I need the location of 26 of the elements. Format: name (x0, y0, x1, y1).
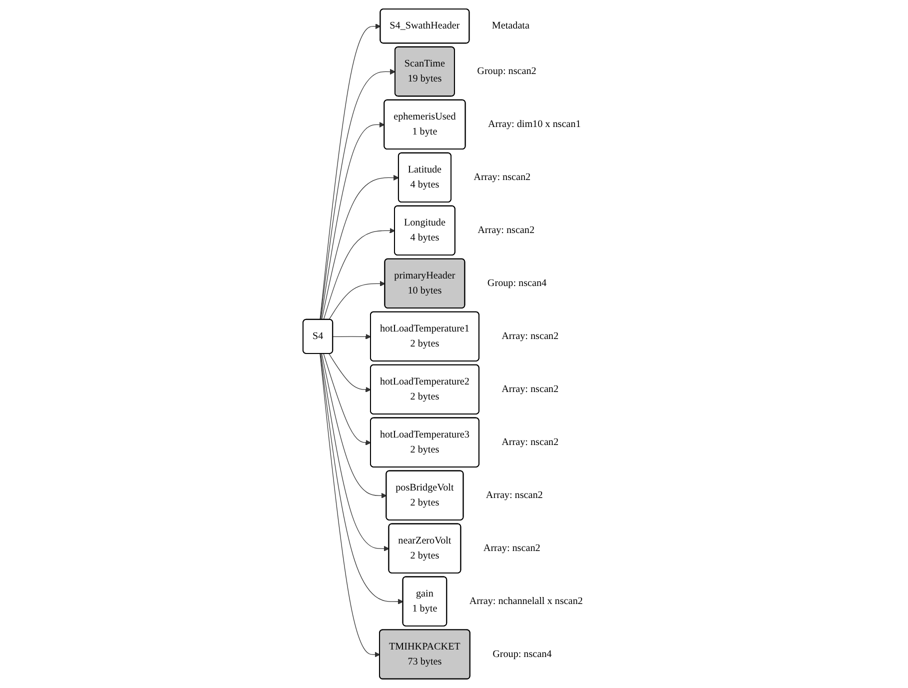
node-label: Group: nscan4 (492, 648, 552, 660)
node-label: Metadata (492, 20, 530, 32)
node-label: Array: nchannelall x nscan2 (469, 596, 583, 606)
node-label: Array: nscan2 (501, 330, 558, 342)
arrow (320, 353, 404, 604)
arrow (320, 353, 389, 552)
arrow (332, 334, 371, 340)
arrow (319, 24, 380, 320)
arrow (322, 353, 371, 446)
node-label: Array: dim10 x nscan1 (488, 118, 580, 130)
node-label: Array: nscan2 (483, 542, 540, 554)
node-label: Array: nscan2 (486, 490, 543, 500)
arrow (321, 174, 399, 320)
node-label: Array: nscan2 (501, 436, 558, 448)
node-label: Array: nscan2 (477, 224, 534, 236)
arrow (319, 353, 380, 658)
node-label: Array: nscan2 (501, 384, 558, 394)
arrow (320, 69, 396, 320)
arrow (328, 280, 385, 320)
arrow (320, 122, 384, 320)
node-label: Group: nscan2 (476, 66, 536, 77)
node-label: Array: nscan2 (473, 172, 530, 183)
node-label: Group: nscan4 (487, 278, 546, 288)
arrow (321, 353, 386, 498)
arrow (322, 228, 395, 320)
arrow (328, 353, 371, 392)
